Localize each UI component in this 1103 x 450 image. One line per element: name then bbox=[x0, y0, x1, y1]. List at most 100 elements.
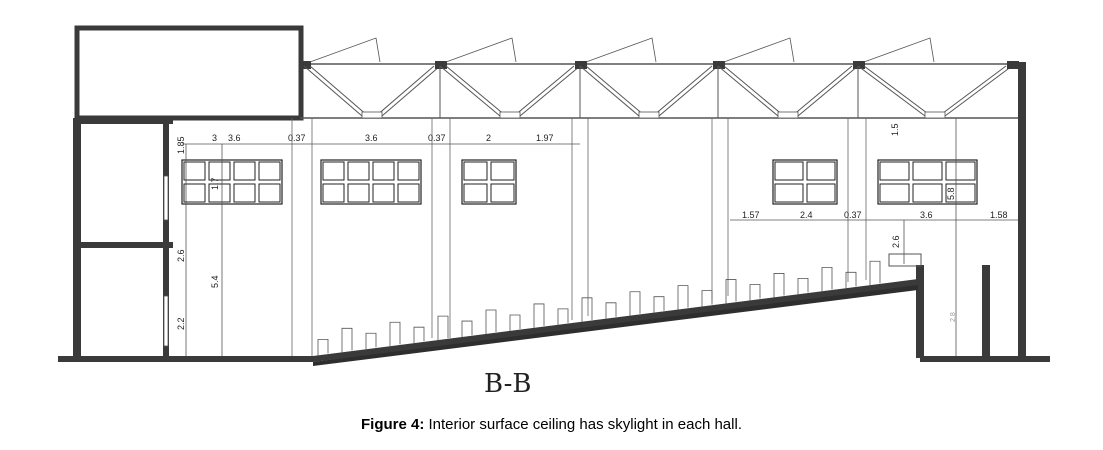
truss-diagonal bbox=[445, 65, 507, 117]
right-wall bbox=[1018, 62, 1026, 358]
window-pane bbox=[463, 161, 488, 181]
seat-step bbox=[845, 271, 857, 289]
truss-node bbox=[575, 61, 587, 69]
caption-text: Interior surface ceiling has skylight in… bbox=[424, 416, 742, 433]
seat-step bbox=[533, 303, 545, 328]
seat-step bbox=[725, 279, 737, 304]
window-pane bbox=[806, 183, 836, 203]
left-mid-floor bbox=[73, 242, 173, 248]
dim-top-4: 0.37 bbox=[428, 133, 446, 143]
dim-vert-right-0: 5.8 bbox=[946, 187, 956, 200]
right-pit-wall bbox=[916, 265, 924, 358]
window-pane bbox=[912, 183, 943, 203]
window-pane bbox=[183, 161, 206, 181]
seat-step bbox=[797, 278, 809, 295]
truss-lower-node bbox=[361, 111, 383, 119]
seat-step bbox=[701, 290, 713, 307]
dim-top-0: 3 bbox=[212, 133, 217, 143]
dim-right-0: 1.57 bbox=[742, 210, 760, 220]
seat-step bbox=[653, 296, 665, 313]
dim-top-3: 3.6 bbox=[365, 133, 378, 143]
dim-right-1: 2.4 bbox=[800, 210, 813, 220]
skylight bbox=[863, 37, 935, 63]
ground-slab-right bbox=[920, 356, 1050, 362]
seating-fill bbox=[313, 279, 918, 362]
truss-lower-node bbox=[924, 111, 946, 119]
dim-top-1: 3.6 bbox=[228, 133, 241, 143]
truss-diagonal bbox=[938, 65, 1007, 117]
section-label: B-B bbox=[484, 369, 531, 399]
truss-node bbox=[1007, 61, 1019, 69]
seat-step bbox=[677, 285, 689, 310]
window-pane bbox=[208, 183, 231, 203]
truss-diagonal bbox=[303, 65, 363, 117]
window-pane bbox=[490, 161, 515, 181]
truss-diagonal bbox=[797, 65, 859, 117]
seat-step bbox=[773, 273, 785, 298]
seat-step bbox=[413, 326, 425, 344]
window-pane bbox=[463, 183, 488, 203]
window-pane bbox=[912, 161, 943, 181]
column-lines bbox=[291, 118, 867, 356]
skylight bbox=[445, 37, 517, 63]
figure-label: Figure 4: bbox=[360, 416, 425, 433]
dim-top-6: 1.97 bbox=[536, 133, 554, 143]
window-pane bbox=[490, 183, 515, 203]
window-pane bbox=[233, 183, 256, 203]
window-pane bbox=[322, 161, 345, 181]
seat-step bbox=[869, 260, 881, 286]
seat-step bbox=[821, 266, 833, 292]
dim-right-3: 3.6 bbox=[920, 210, 933, 220]
truss-diagonal bbox=[723, 65, 785, 117]
truss-node bbox=[299, 61, 311, 69]
truss-diagonal bbox=[513, 65, 575, 117]
truss-diagonal bbox=[585, 65, 646, 117]
dim-vert-left-3: 5.4 bbox=[210, 275, 220, 288]
dim-vert-left-0: 1.85 bbox=[176, 136, 186, 154]
window-pane bbox=[879, 161, 910, 181]
window-pane bbox=[208, 161, 231, 181]
window-pane bbox=[806, 161, 836, 181]
seat-step bbox=[365, 332, 377, 350]
dim-top-5: 2 bbox=[486, 133, 491, 143]
ground-slab-left bbox=[58, 356, 313, 362]
seat-steps bbox=[317, 260, 881, 356]
truss-diagonal bbox=[579, 65, 640, 117]
roof-trusses bbox=[299, 37, 1019, 119]
window-pane bbox=[347, 161, 370, 181]
truss-diagonal bbox=[791, 65, 853, 117]
window-pane bbox=[258, 161, 281, 181]
truss-diagonal bbox=[439, 65, 501, 117]
dim-vert-left-1: 1.7 bbox=[210, 177, 220, 190]
truss-lower-node bbox=[499, 111, 521, 119]
window-pane bbox=[233, 161, 256, 181]
dim-right-2: 0.37 bbox=[844, 210, 862, 220]
seat-step bbox=[605, 302, 617, 319]
left-door-frame bbox=[163, 175, 169, 221]
truss-diagonal bbox=[375, 65, 435, 117]
left-inner-wall bbox=[163, 124, 169, 356]
window-pane bbox=[879, 183, 910, 203]
section-drawing: 3 3.6 0.37 3.6 0.37 2 1.97 1.5 1.57 2.4 … bbox=[58, 25, 1050, 399]
seat-step bbox=[437, 315, 449, 341]
left-floor-beam bbox=[73, 118, 173, 124]
seat-step bbox=[629, 291, 641, 316]
window-pane bbox=[774, 161, 804, 181]
truss-node bbox=[435, 61, 447, 69]
window-pane bbox=[945, 183, 976, 203]
window-pane bbox=[774, 183, 804, 203]
truss-lower-node bbox=[638, 111, 660, 119]
stage-rail bbox=[888, 253, 922, 267]
seat-step bbox=[461, 320, 473, 338]
left-wall bbox=[73, 118, 81, 358]
right-post bbox=[982, 265, 990, 358]
seat-step bbox=[557, 308, 569, 325]
truss-diagonal bbox=[944, 65, 1013, 117]
window-pane bbox=[397, 161, 420, 181]
seat-step bbox=[341, 327, 353, 353]
seat-step bbox=[509, 314, 521, 331]
dim-vert-right-2: 2.8 bbox=[950, 312, 957, 322]
windows bbox=[181, 159, 978, 205]
window-pane bbox=[397, 183, 420, 203]
truss-diagonal bbox=[658, 65, 719, 117]
